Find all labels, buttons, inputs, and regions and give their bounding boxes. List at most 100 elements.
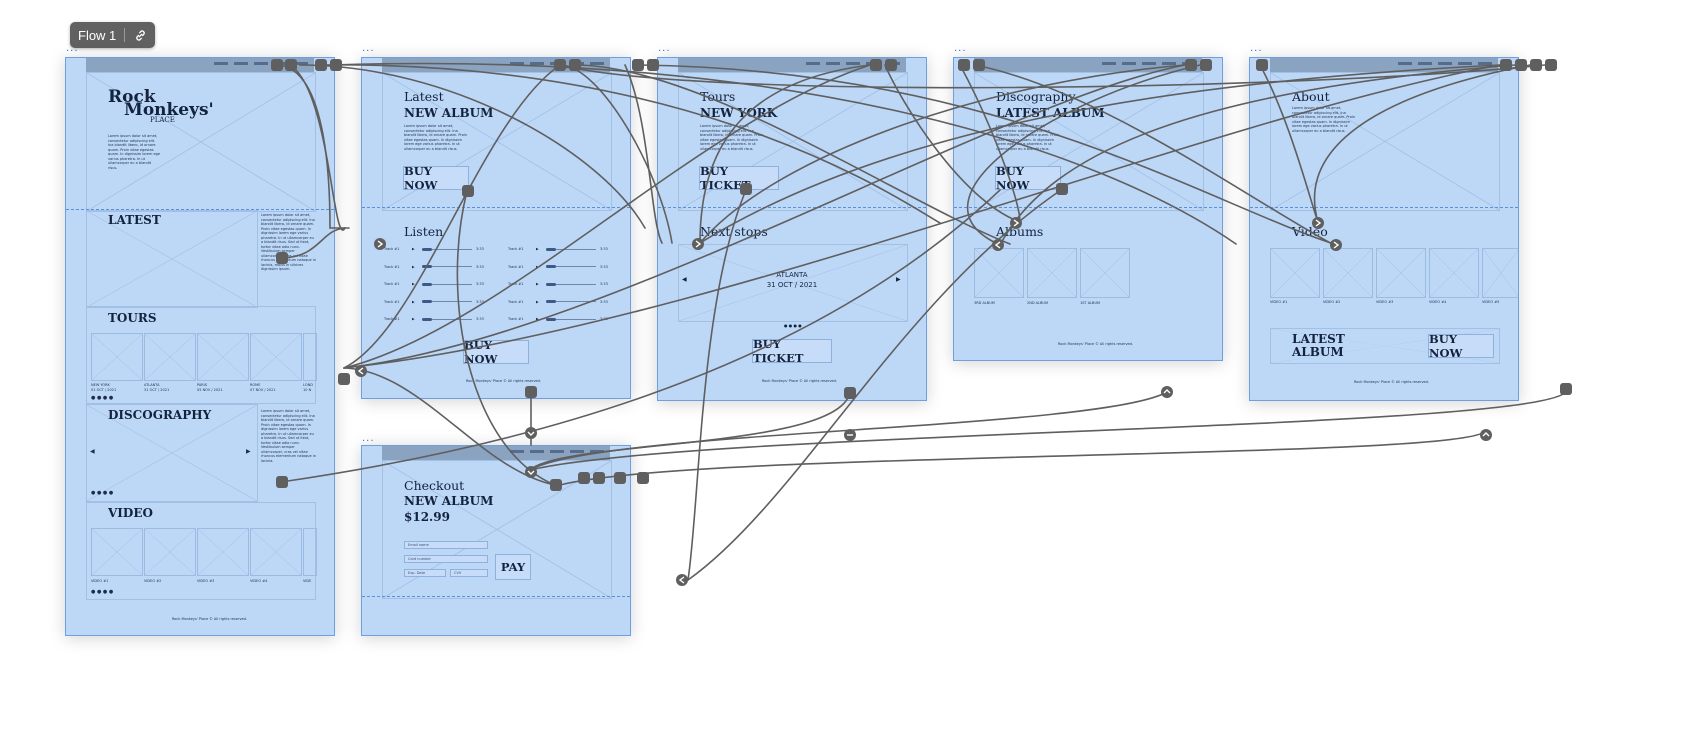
connection-handle[interactable] xyxy=(569,59,581,71)
frame-menu-dots[interactable]: ... xyxy=(1250,43,1263,54)
connection-handle[interactable] xyxy=(525,386,537,398)
next-arrow-icon[interactable]: ▶ xyxy=(246,448,251,455)
connection-handle[interactable] xyxy=(1530,59,1542,71)
video-thumb[interactable] xyxy=(1429,248,1479,298)
progress-track[interactable] xyxy=(432,283,472,285)
connection-handle[interactable] xyxy=(614,472,626,484)
buy-now-button[interactable]: BUY NOW xyxy=(403,164,469,192)
frame-menu-dots[interactable]: ... xyxy=(658,43,671,54)
connection-handle[interactable] xyxy=(1515,59,1527,71)
cvv-field[interactable]: CVV xyxy=(450,569,488,577)
connection-handle[interactable] xyxy=(315,59,327,71)
prev-arrow-icon[interactable]: ◀ xyxy=(682,276,687,283)
frame-menu-dots[interactable]: ... xyxy=(362,433,375,444)
connection-handle[interactable] xyxy=(1560,383,1572,395)
connection-handle[interactable] xyxy=(276,252,288,264)
connection-handle[interactable] xyxy=(844,387,856,399)
progress-track[interactable] xyxy=(432,248,472,250)
track-row[interactable]: Track #1▶3:33 xyxy=(508,264,608,270)
progress-thumb[interactable] xyxy=(546,300,556,303)
progress-thumb[interactable] xyxy=(546,317,556,321)
connection-handle[interactable] xyxy=(285,59,297,71)
carousel-dots[interactable]: ● ● ● ● xyxy=(784,323,802,328)
connection-handle[interactable] xyxy=(550,479,562,491)
buy-now-button[interactable]: BUY NOW xyxy=(1428,332,1494,360)
connection-handle[interactable] xyxy=(885,59,897,71)
connection-handle[interactable] xyxy=(330,59,342,71)
progress-track[interactable] xyxy=(432,301,472,302)
track-row[interactable]: Track #1▶3:33 xyxy=(508,246,608,252)
frame-menu-dots[interactable]: ... xyxy=(954,43,967,54)
play-icon[interactable]: ▶ xyxy=(412,299,415,304)
connection-handle[interactable] xyxy=(462,185,474,197)
buy-now-button[interactable]: BUY NOW xyxy=(463,338,529,366)
connection-handle[interactable] xyxy=(632,59,644,71)
progress-thumb[interactable] xyxy=(546,247,556,251)
frame-menu-dots[interactable]: ... xyxy=(66,43,79,54)
buy-ticket-button[interactable]: BUY TICKET xyxy=(752,337,832,365)
album-cover[interactable] xyxy=(1027,248,1077,298)
progress-track[interactable] xyxy=(556,301,596,302)
progress-thumb[interactable] xyxy=(546,265,556,268)
home-frame[interactable]: Rock Monkeys' PLACE Lorem ipsum dolor si… xyxy=(65,57,335,636)
progress-thumb[interactable] xyxy=(546,282,556,286)
play-icon[interactable]: ▶ xyxy=(536,282,539,286)
video-thumb[interactable] xyxy=(1482,248,1518,298)
connection-handle[interactable] xyxy=(740,183,752,195)
buy-ticket-button[interactable]: BUY TICKET xyxy=(699,164,779,192)
connection-handle[interactable] xyxy=(276,476,288,488)
connection-handle[interactable] xyxy=(554,59,566,71)
connection-handle[interactable] xyxy=(647,59,659,71)
album-cover[interactable] xyxy=(1080,248,1130,298)
connection-handle[interactable] xyxy=(1545,59,1557,71)
progress-track[interactable] xyxy=(556,283,596,285)
track-row[interactable]: Track #1▶3:33 xyxy=(384,246,484,252)
next-arrow-icon[interactable]: ▶ xyxy=(896,276,901,283)
video-thumb[interactable] xyxy=(197,528,249,576)
connection-handle[interactable] xyxy=(973,59,985,71)
progress-thumb[interactable] xyxy=(422,300,432,303)
progress-track[interactable] xyxy=(432,266,472,267)
play-icon[interactable]: ▶ xyxy=(412,264,415,269)
progress-track[interactable] xyxy=(556,318,596,320)
play-icon[interactable]: ▶ xyxy=(536,264,539,269)
progress-thumb[interactable] xyxy=(422,282,432,286)
carousel-dots[interactable]: ● ● ● ● xyxy=(91,490,114,496)
connection-handle[interactable] xyxy=(958,59,970,71)
connection-handle[interactable] xyxy=(593,472,605,484)
card-number-field[interactable]: Card number xyxy=(404,555,488,563)
track-row[interactable]: Track #1▶3:33 xyxy=(384,281,484,287)
play-icon[interactable]: ▶ xyxy=(536,317,539,321)
checkout-frame[interactable]: Checkout NEW ALBUM $12.99 Email name Car… xyxy=(361,445,631,636)
frame-menu-dots[interactable]: ... xyxy=(362,43,375,54)
video-thumb[interactable] xyxy=(1270,248,1320,298)
play-icon[interactable]: ▶ xyxy=(536,247,539,251)
video-thumb[interactable] xyxy=(250,528,302,576)
connection-handle[interactable] xyxy=(578,472,590,484)
video-thumb[interactable] xyxy=(1323,248,1373,298)
email-field[interactable]: Email name xyxy=(404,541,488,549)
connection-handle[interactable] xyxy=(1185,59,1197,71)
flow-chip[interactable]: Flow 1 xyxy=(70,22,156,48)
video-thumb[interactable] xyxy=(1376,248,1426,298)
progress-thumb[interactable] xyxy=(422,317,432,321)
prev-arrow-icon[interactable]: ◀ xyxy=(90,448,95,455)
latest-frame[interactable]: Latest NEW ALBUM Lorem ipsum dolor sit a… xyxy=(361,57,631,399)
tours-frame[interactable]: Tours NEW YORK Lorem ipsum dolor sit ame… xyxy=(657,57,927,401)
play-icon[interactable]: ▶ xyxy=(536,299,539,304)
connection-handle[interactable] xyxy=(338,373,350,385)
track-row[interactable]: Track #1▶3:33 xyxy=(384,316,484,322)
play-icon[interactable]: ▶ xyxy=(412,282,415,286)
play-icon[interactable]: ▶ xyxy=(412,317,415,321)
pay-button[interactable]: PAY xyxy=(495,554,531,580)
carousel-dots[interactable]: ● ● ● ● xyxy=(91,589,114,595)
carousel[interactable] xyxy=(678,244,908,322)
progress-track[interactable] xyxy=(556,266,596,267)
connection-handle[interactable] xyxy=(870,59,882,71)
exp-date-field[interactable]: Exp. Date xyxy=(404,569,446,577)
track-row[interactable]: Track #1▶3:33 xyxy=(508,281,608,287)
progress-track[interactable] xyxy=(432,318,472,320)
connection-handle[interactable] xyxy=(1200,59,1212,71)
video-thumb[interactable] xyxy=(303,528,317,576)
connection-handle[interactable] xyxy=(1500,59,1512,71)
